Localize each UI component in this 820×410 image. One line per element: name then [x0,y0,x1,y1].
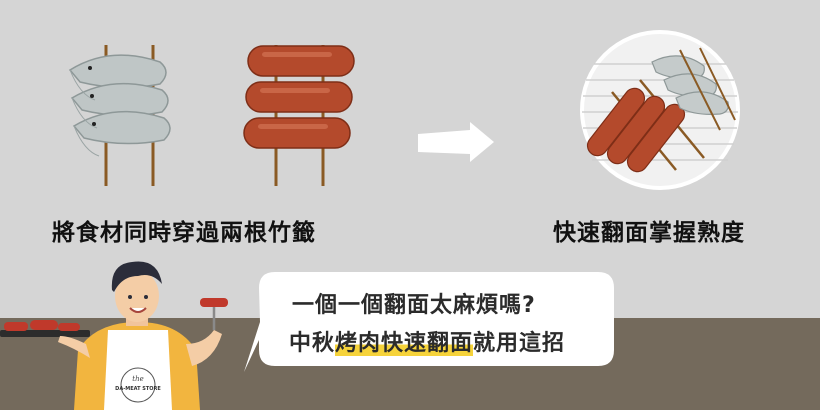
bubble-line-1: 一個一個翻面太麻煩嗎? [292,293,536,318]
sausage-skewer-illustration [243,45,355,186]
apron-logo-script: the [132,375,143,383]
shrimp-skewer-illustration [68,45,171,186]
bubble-line-2-pre: 中秋 [289,331,336,356]
grill-illustration [580,30,740,190]
bubble-line-2-highlight: 烤肉快速翻面 [335,331,474,356]
chef-character [0,261,228,410]
left-caption: 將食材同時穿過兩根竹籤 [52,220,316,246]
bubble-line-2-post: 就用這招 [473,331,566,356]
apron-logo-name: DA-MEAT STORE [115,386,161,392]
right-caption: 快速翻面掌握熟度 [553,220,745,246]
arrow-right-icon [418,122,494,162]
apron-logo [120,367,156,403]
bubble-line-2: 中秋烤肉快速翻面就用這招 [289,325,565,357]
